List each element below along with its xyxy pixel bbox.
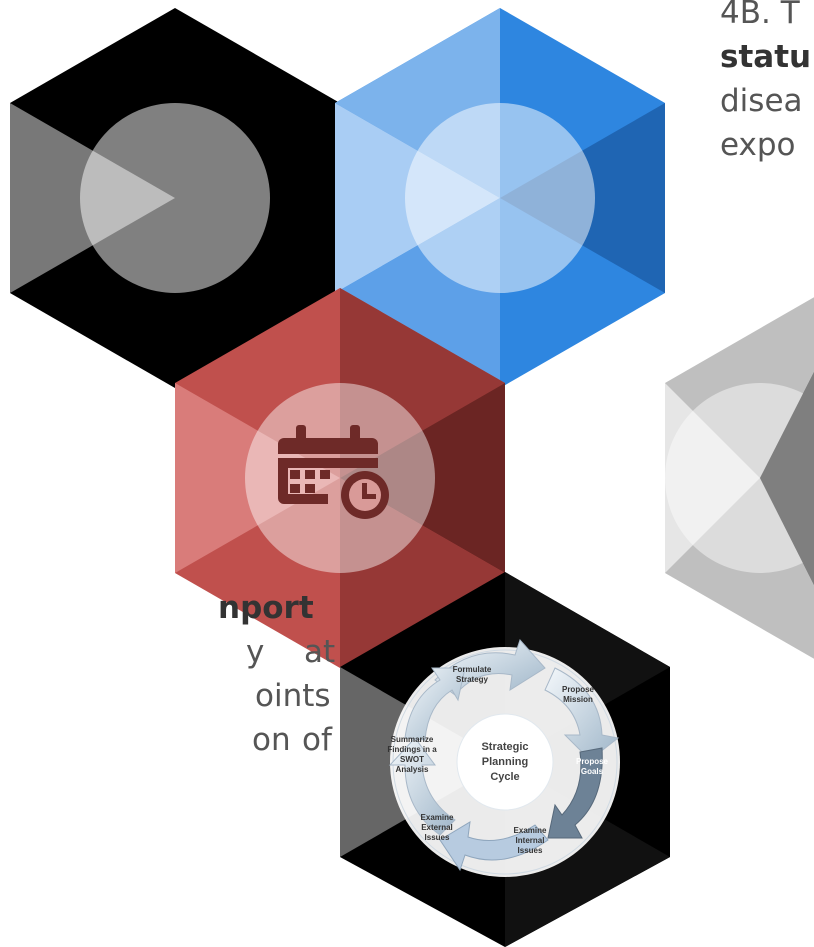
hex-gray	[665, 297, 814, 659]
cycle-center-line-3: Cycle	[490, 771, 519, 783]
right-text-line-1: 4B. T	[720, 0, 800, 31]
step-internal-1: Examine	[514, 826, 547, 835]
left-text-line-3: oints	[255, 678, 331, 714]
step-mission-2: Mission	[563, 695, 593, 704]
right-text-line-3: disea	[720, 83, 803, 119]
cycle-arrow-goals	[547, 747, 603, 839]
step-external-2: External	[421, 823, 453, 832]
left-text-line-4a: on	[252, 722, 291, 758]
right-text-line-4: expo	[720, 127, 796, 163]
left-text-line-2a: y	[246, 634, 265, 670]
step-goals-2: Goals	[581, 767, 604, 776]
right-text-line-2: statu	[720, 38, 811, 76]
step-swot-3: SWOT	[400, 755, 424, 764]
right-text-bold: statu	[720, 39, 812, 75]
cycle-arrow-swot	[404, 667, 466, 741]
strategic-planning-cycle-diagram: Strategic Planning Cycle Formulate Strat…	[387, 639, 620, 877]
step-internal-3: Issues	[518, 846, 543, 855]
step-swot-1: Summarize	[391, 735, 434, 744]
step-external-1: Examine	[421, 813, 454, 822]
step-swot-2: Findings in a	[387, 745, 437, 754]
cycle-arrow-internal	[439, 821, 549, 872]
hex-black	[10, 8, 340, 388]
step-external-3: Issues	[425, 833, 450, 842]
left-text-line-1: nport	[218, 589, 314, 627]
cycle-center-line-1: Strategic	[481, 741, 528, 753]
left-text-line-4b: of	[302, 722, 332, 758]
hex-blue	[335, 8, 665, 388]
step-internal-2: Internal	[516, 836, 545, 845]
cycle-arrow-mission	[544, 667, 620, 761]
left-text-line-2b: at	[304, 634, 336, 670]
step-swot-4: Analysis	[396, 765, 429, 774]
step-formulate-1: Formulate	[453, 665, 492, 674]
calendar-clock-icon	[278, 425, 389, 519]
left-text-bold: nport	[218, 590, 314, 626]
step-formulate-2: Strategy	[456, 675, 489, 684]
step-goals-1: Propose	[576, 757, 609, 766]
cycle-center-line-2: Planning	[482, 756, 528, 768]
step-mission-1: Propose	[562, 685, 595, 694]
hex-red	[175, 288, 505, 668]
